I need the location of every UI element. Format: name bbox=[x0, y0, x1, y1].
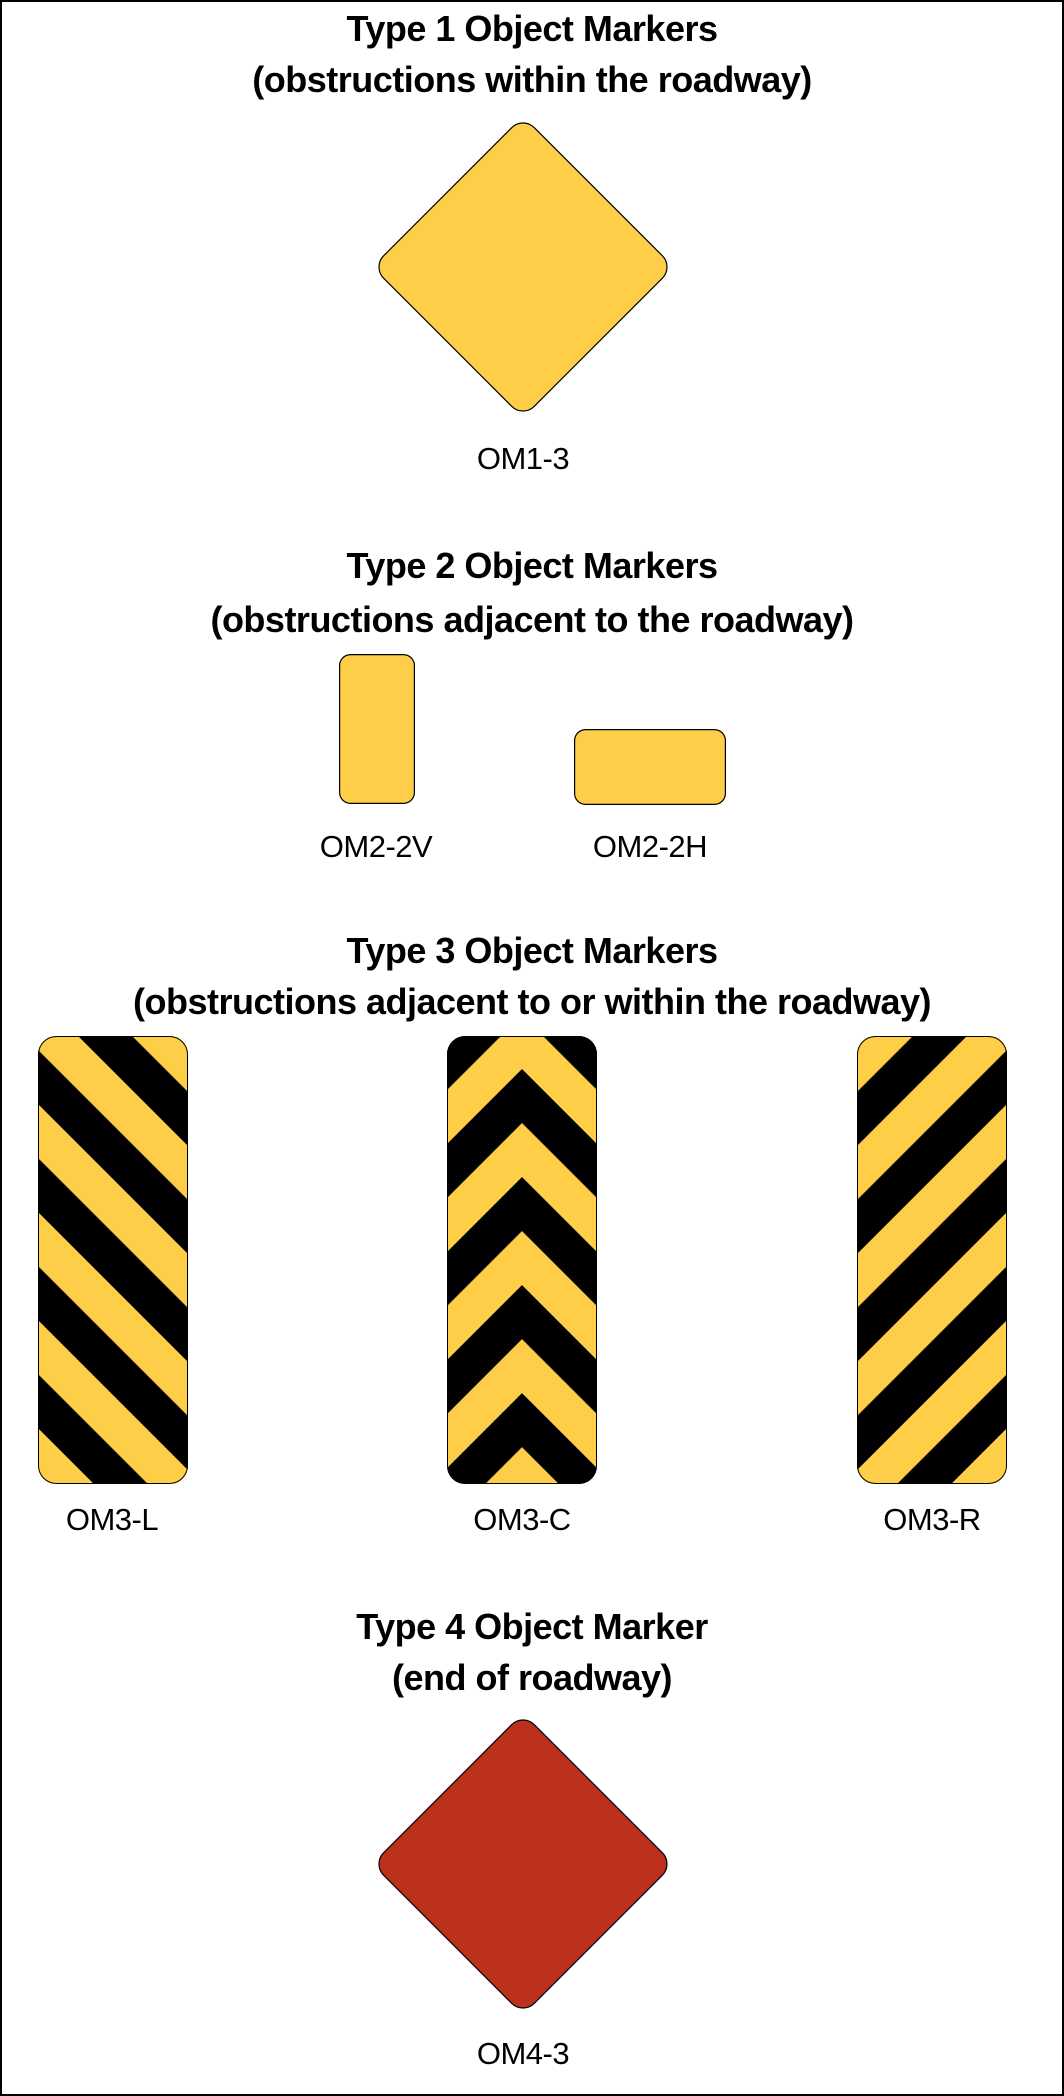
om3-r-striped-sign bbox=[857, 1036, 1007, 1484]
section-4-subtitle: (end of roadway) bbox=[391, 1657, 673, 1698]
om2-2h-sign bbox=[574, 729, 727, 806]
section-3-title: Type 3 Object Markers bbox=[346, 930, 719, 971]
om4-3-label: OM4-3 bbox=[476, 2036, 570, 2071]
om3-l-label: OM3-L bbox=[65, 1502, 159, 1537]
om2-2v-sign bbox=[339, 654, 416, 805]
section-1-subtitle: (obstructions within the roadway) bbox=[252, 59, 812, 100]
section-1-title: Type 1 Object Markers bbox=[346, 8, 719, 49]
om1-3-label: OM1-3 bbox=[476, 441, 570, 476]
om3-c-chevron-sign bbox=[447, 1036, 597, 1484]
om4-3-diamond-sign bbox=[378, 1719, 668, 2009]
om3-r-label: OM3-R bbox=[883, 1502, 981, 1537]
om3-l-striped-sign bbox=[38, 1036, 188, 1484]
section-2-subtitle: (obstructions adjacent to the roadway) bbox=[210, 599, 854, 640]
om2-2h-label: OM2-2H bbox=[592, 829, 708, 864]
section-4-title: Type 4 Object Marker bbox=[356, 1606, 708, 1647]
om1-3-diamond-sign bbox=[378, 122, 668, 412]
section-2-title: Type 2 Object Markers bbox=[346, 545, 719, 586]
section-3-subtitle: (obstructions adjacent to or within the … bbox=[132, 981, 932, 1022]
om2-2v-label: OM2-2V bbox=[319, 829, 433, 864]
om3-c-label: OM3-C bbox=[473, 1502, 571, 1537]
